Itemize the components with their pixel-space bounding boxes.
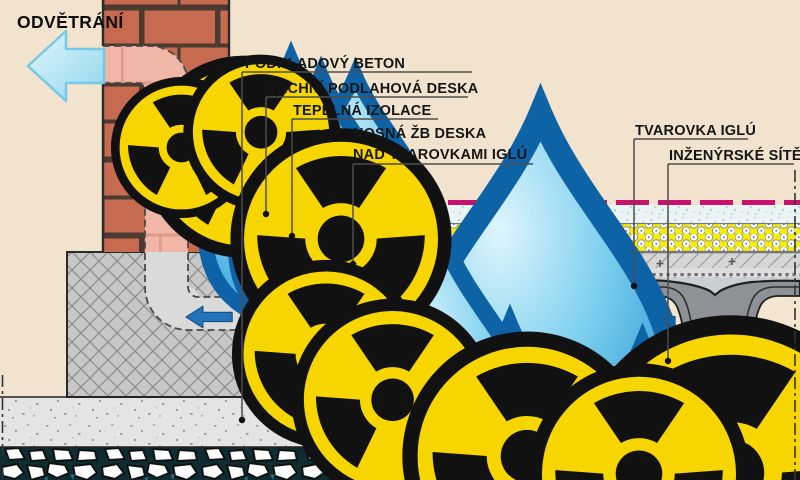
leader-dots [238, 210, 672, 424]
callout-nosna-zb-deska-line2: NAD TVAROVKAMI IGLÚ [353, 147, 528, 163]
exhaust-arrow-icon [26, 29, 106, 103]
callout-podkladovy-beton: PODKLADOVÝ BETON [245, 56, 406, 72]
vent-title: ODVĚTRÁNÍ [17, 12, 124, 32]
callout-tepelna-izolace: TEPELNÁ IZOLACE [293, 103, 432, 119]
callout-tvarovka-iglu: TVAROVKA IGLÚ [635, 123, 757, 139]
callout-inzenyrske-site: INŽENÝRSKÉ SÍTĚ [669, 148, 800, 164]
callout-vrchni-podlahova-deska: VRCHNÍ PODLAHOVÁ DESKA [267, 81, 479, 97]
section-cut-lines [1, 170, 796, 480]
callout-nosna-zb-deska-line1: NOSNÁ ŽB DESKA [353, 126, 487, 142]
leader-lines [238, 71, 794, 424]
